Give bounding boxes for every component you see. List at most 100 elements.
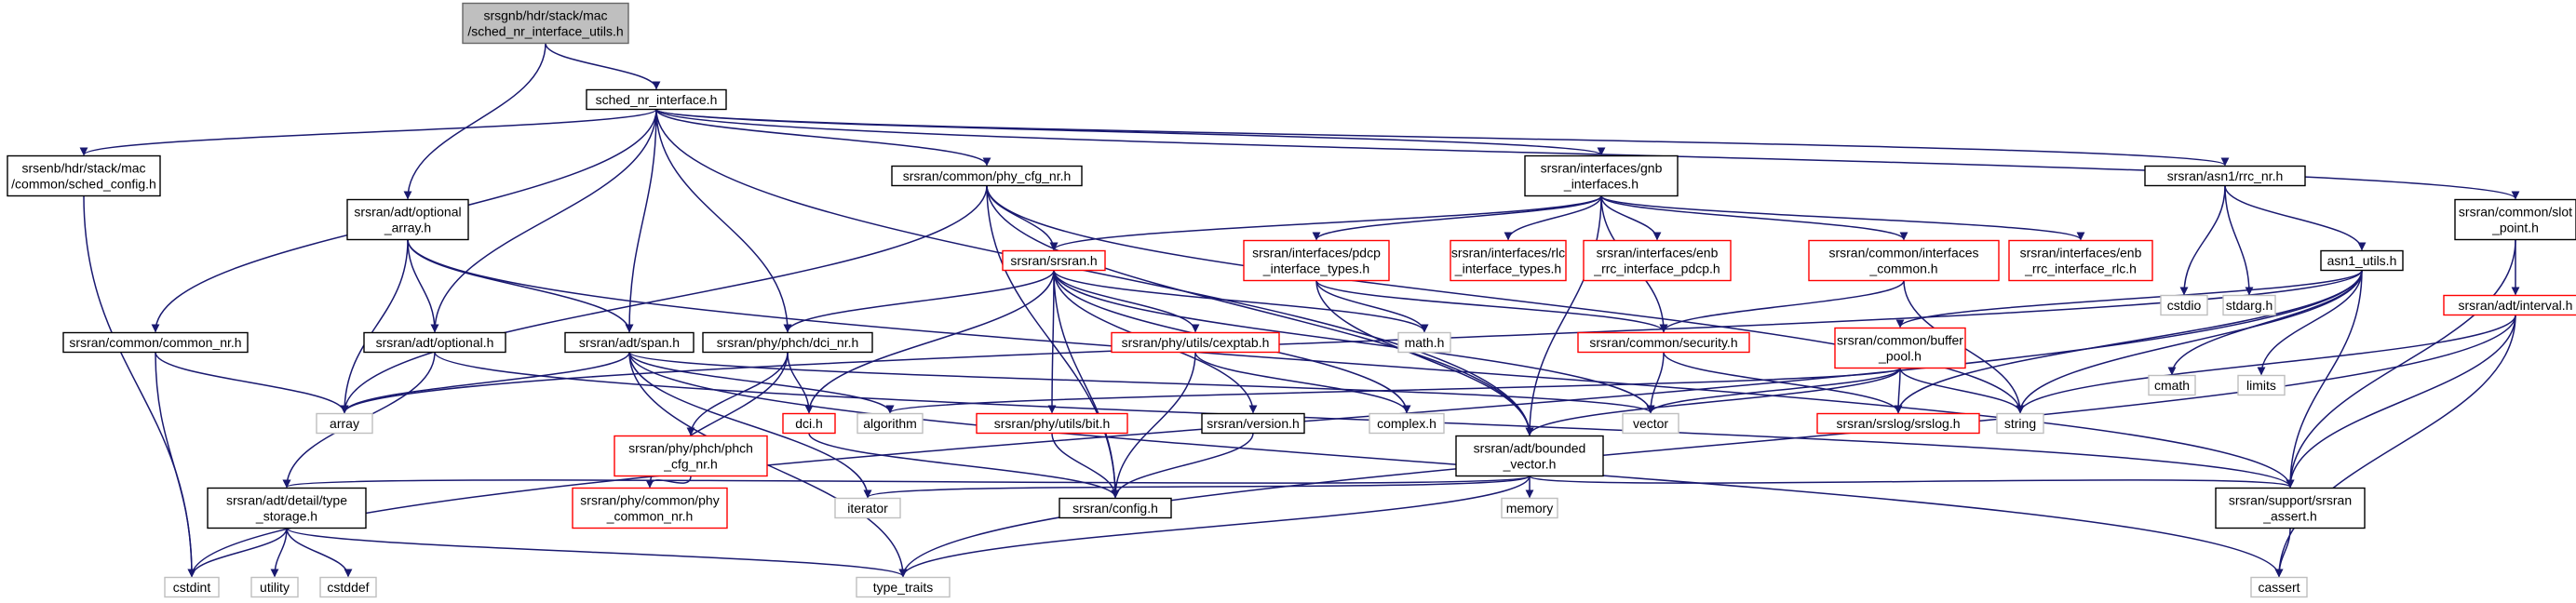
node-label: math.h [1405,335,1445,350]
edge-buffer_pool-to-vector [1646,368,1901,414]
node-phy_common_nr[interactable]: srsran/phy/common/phy_common_nr.h [572,487,728,529]
node-box [2160,294,2208,316]
edge-type_storage-to-cstddef [286,528,353,578]
node-box [1996,412,2044,435]
node-gnb_interfaces[interactable]: srsran/interfaces/gnb_interfaces.h [1524,154,1679,197]
node-config_h[interactable]: srsran/config.h [1059,497,1172,519]
edge-srsran_h-to-cexptab [1053,270,1200,333]
edge-common_nr-to-cstdint [155,352,196,578]
node-bit_h[interactable]: srsran/phy/utils/bit.h [976,412,1128,435]
edge-sched_nr_interface-to-adt_span [625,109,657,333]
node-label: srsran/phy/utils/bit.h [994,416,1111,431]
node-box [1455,435,1604,477]
node-label: srsran/phy/phch/dci_nr.h [717,335,859,350]
node-label: srsran/common/common_nr.h [69,335,241,350]
node-label: srsran/adt/detail/type [226,493,347,508]
node-box [2008,239,2153,282]
edge-buffer_pool-to-string [1899,368,2025,414]
node-box [1201,412,1305,435]
edge-adt_optional-to-srsran_assert [434,352,2295,489]
node-box [976,412,1128,435]
node-buffer_pool[interactable]: srsran/common/buffer_pool.h [1834,327,1966,369]
node-utility[interactable]: utility [250,576,299,598]
node-vector[interactable]: vector [1622,412,1679,435]
node-label: algorithm [863,416,917,431]
node-box [1369,412,1445,435]
node-label: complex.h [1377,416,1436,431]
node-label: srsran/common/interfaces [1828,246,1978,261]
node-label: _interface_types.h [1454,261,1561,276]
node-srsran_assert[interactable]: srsran/support/srsran_assert.h [2215,487,2366,529]
node-stdarg[interactable]: stdarg.h [2222,294,2276,316]
edge-asn1_utils-to-srsran_assert [2286,270,2363,489]
edge-gnb_interfaces-to-pdcp_types [1312,194,1602,241]
node-version_h[interactable]: srsran/version.h [1201,412,1305,435]
node-pdcp_types[interactable]: srsran/interfaces/pdcp_interface_types.h [1243,239,1390,282]
edge-srsran_assert-to-cassert [2274,528,2291,578]
node-root[interactable]: srsgnb/hdr/stack/mac/sched_nr_interface_… [462,2,629,45]
node-label: limits [2246,378,2276,393]
node-label: cstdio [2167,298,2202,313]
node-cassert[interactable]: cassert [2250,576,2308,598]
edge-sched_nr_interface-to-bounded_vector [655,109,1534,436]
node-cstdint[interactable]: cstdint [164,576,220,598]
node-label: srsran/srslog/srslog.h [1836,416,1960,431]
node-type_storage[interactable]: srsran/adt/detail/type_storage.h [207,487,367,529]
node-adt_span[interactable]: srsran/adt/span.h [564,331,695,354]
node-dci_h[interactable]: dci.h [782,412,836,435]
node-phch_cfg_nr[interactable]: srsran/phy/phch/phch_cfg_nr.h [614,435,768,477]
edge-optional_array-to-srsran_assert [407,239,2295,489]
edges-layer [79,43,2520,578]
node-limits[interactable]: limits [2237,374,2286,396]
node-dci_nr[interactable]: srsran/phy/phch/dci_nr.h [702,331,873,354]
node-label: _cfg_nr.h [663,457,718,472]
node-label: cmath [2154,378,2190,393]
node-math_h[interactable]: math.h [1397,331,1451,354]
node-string[interactable]: string [1996,412,2044,435]
node-memory[interactable]: memory [1501,497,1558,519]
edge-srsran_h-to-bit_h [1047,270,1057,414]
nodes-layer: srsgnb/hdr/stack/mac/sched_nr_interface_… [7,2,2576,598]
edge-gnb_interfaces-to-enb_rrc_rlc [1600,194,2085,241]
node-label: _interfaces.h [1563,177,1639,192]
node-optional_array[interactable]: srsran/adt/optional_array.h [346,198,469,241]
node-asn1_utils[interactable]: asn1_utils.h [2320,249,2404,272]
node-adt_optional[interactable]: srsran/adt/optional.h [363,331,506,354]
node-box [856,576,951,598]
node-slot_point[interactable]: srsran/common/slot_point.h [2454,198,2576,241]
node-security_h[interactable]: srsran/common/security.h [1577,331,1750,354]
node-bounded_vector[interactable]: srsran/adt/bounded_vector.h [1455,435,1604,477]
node-cstddef[interactable]: cstddef [319,576,377,598]
node-iterator[interactable]: iterator [834,497,901,519]
edge-srsran_h-to-config_h [1053,270,1120,499]
node-sched_nr_interface[interactable]: sched_nr_interface.h [586,88,727,111]
node-cstdio[interactable]: cstdio [2160,294,2208,316]
edge-security_h-to-vector [1646,352,1665,414]
node-adt_interval[interactable]: srsran/adt/interval.h [2443,294,2576,316]
node-box [2222,294,2276,316]
node-cmath[interactable]: cmath [2148,374,2196,396]
edge-version_h-to-config_h [1111,433,1254,499]
node-srslog[interactable]: srsran/srslog/srslog.h [1816,412,1980,435]
node-common_nr[interactable]: srsran/common/common_nr.h [62,331,249,354]
node-label: srsran/common/security.h [1589,335,1737,350]
node-enb_rrc_rlc[interactable]: srsran/interfaces/enb_rrc_interface_rlc.… [2008,239,2153,282]
node-array[interactable]: array [316,412,373,435]
edge-buffer_pool-to-bounded_vector [1525,368,1901,436]
node-srsran_h[interactable]: srsran/srsran.h [1002,249,1106,272]
node-interfaces_common[interactable]: srsran/common/interfaces_common.h [1808,239,2000,282]
node-cexptab[interactable]: srsran/phy/utils/cexptab.h [1111,331,1280,354]
node-label: cstdint [173,580,211,595]
node-complex_h[interactable]: complex.h [1369,412,1445,435]
node-rrc_nr[interactable]: srsran/asn1/rrc_nr.h [2144,165,2306,187]
edge-phy_cfg_nr-to-config_h [986,185,1120,499]
node-label: _pool.h [1878,349,1922,364]
node-algorithm[interactable]: algorithm [856,412,924,435]
node-label: _vector.h [1503,457,1557,472]
node-phy_cfg_nr[interactable]: srsran/common/phy_cfg_nr.h [891,165,1083,187]
node-box [614,435,768,477]
node-enb_rrc_pdcp[interactable]: srsran/interfaces/enb_rrc_interface_pdcp… [1583,239,1732,282]
node-type_traits[interactable]: type_traits [856,576,951,598]
node-rlc_types[interactable]: srsran/interfaces/rlc_interface_types.h [1450,239,1567,282]
node-sched_config[interactable]: srsenb/hdr/stack/mac/common/sched_config… [7,154,161,197]
